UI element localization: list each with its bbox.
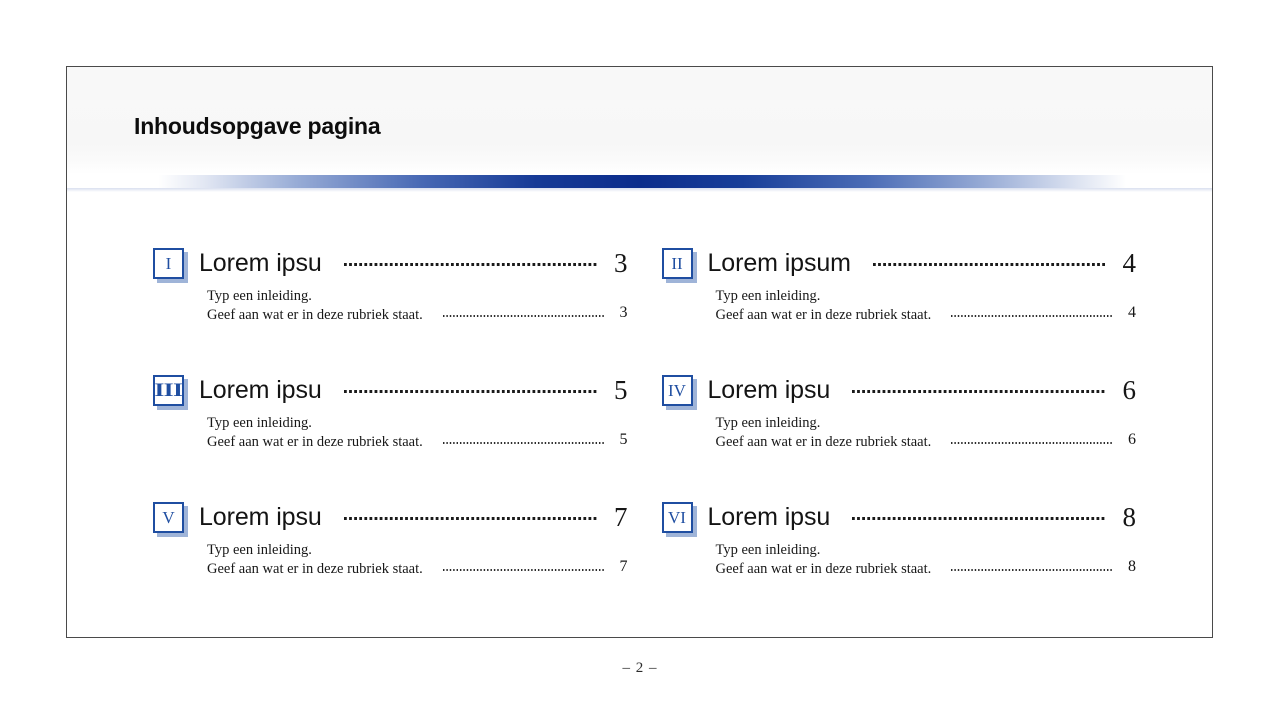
toc-entry-sub-page-number: 3 [619, 304, 628, 322]
toc-entry-page-number: 7 [614, 501, 628, 532]
toc-entry-page-number: 5 [614, 374, 628, 405]
roman-numeral-badge: VI [661, 501, 693, 533]
dot-leader-sub [951, 315, 1112, 318]
dot-leader-sub [951, 442, 1112, 445]
toc-entry-description: Typ een inleiding.Geef aan wat er in dez… [716, 541, 932, 578]
dot-leader [343, 262, 598, 266]
toc-entry-page-number: 8 [1122, 501, 1137, 532]
dot-leader-sub [442, 315, 604, 318]
toc-entry-title[interactable]: Lorem ipsum [707, 248, 852, 277]
dot-leader [852, 516, 1106, 520]
toc-entry-main-line[interactable]: IV Lorem ipsu 6 [661, 369, 1137, 411]
toc-entry-main-line[interactable]: I Lorem ipsu 3 [153, 242, 628, 284]
dot-leader [872, 262, 1106, 266]
toc-entry-description: Typ een inleiding. Geef aan wat er in dez… [207, 287, 423, 324]
toc-entry-description: Typ een inleiding.Geef aan wat er in dez… [207, 414, 423, 451]
roman-numeral-label: III [154, 379, 184, 401]
roman-numeral-badge: IV [661, 374, 693, 406]
toc-entry-description-line-1: Typ een inleiding. [715, 542, 821, 559]
dot-leader-sub [442, 569, 604, 572]
roman-numeral-badge: I [153, 247, 184, 279]
toc-entry-description-line-2: Geef aan wat er in deze rubriek staat. [207, 306, 423, 323]
roman-numeral-label: I [165, 253, 172, 273]
dot-leader [852, 389, 1106, 393]
toc-entry-description-line-1: Typ een inleiding. [715, 288, 821, 304]
roman-numeral-label: IV [668, 380, 686, 400]
roman-numeral-badge: III [153, 374, 184, 406]
toc-entry-sub-page-number: 5 [619, 431, 628, 449]
footer-page-number: – 2 – [622, 660, 658, 676]
header-gradient-rule [67, 175, 1212, 192]
toc-entry-description-line-1: Typ een inleiding. [207, 415, 312, 432]
toc-entry-title[interactable]: Lorem ipsu [199, 502, 322, 531]
toc-entry-page-number: 3 [614, 247, 628, 278]
toc-entry-description-line-2: Geef aan wat er in deze rubriek staat. [715, 306, 932, 323]
roman-numeral-badge: II [661, 247, 693, 279]
toc-entry-description: Typ een inleiding. Geef aan wat er in dez… [716, 287, 932, 324]
toc-entry-description-line-1: Typ een inleiding. [207, 288, 312, 304]
toc-entry-main-line[interactable]: VI Lorem ipsu 8 [661, 496, 1137, 538]
slide-header-band: Inhoudsopgave pagina [67, 67, 1212, 174]
dot-leader-sub [442, 442, 604, 445]
toc-entry-main-line[interactable]: II Lorem ipsum 4 [661, 242, 1137, 284]
toc-entry-description-line-2: Geef aan wat er in deze rubriek staat. [207, 433, 423, 450]
toc-entry-description: Typ een inleiding.Geef aan wat er in dez… [716, 414, 932, 451]
toc-entry-description-line-2: Geef aan wat er in deze rubriek staat. [715, 560, 932, 577]
roman-numeral-label: V [162, 507, 175, 527]
toc-entry-description-line-1: Typ een inleiding. [715, 415, 821, 432]
dot-leader-sub [951, 569, 1112, 572]
toc-entry-title[interactable]: Lorem ipsu [199, 248, 322, 277]
dot-leader [343, 389, 598, 393]
toc-entry-sub-line[interactable]: Typ een inleiding.Geef aan wat er in dez… [662, 414, 1137, 451]
roman-numeral-label: II [671, 253, 683, 273]
toc-entry-title[interactable]: Lorem ipsu [707, 502, 831, 531]
toc-entry-sub-line[interactable]: Typ een inleiding. Geef aan wat er in dez… [662, 287, 1137, 324]
toc-entry-sub-line[interactable]: Typ een inleiding. Geef aan wat er in dez… [153, 287, 628, 324]
toc-entry-sub-line[interactable]: Typ een inleiding.Geef aan wat er in dez… [662, 541, 1137, 578]
toc-entry-description: Typ een inleiding.Geef aan wat er in dez… [207, 541, 423, 578]
page-title: Inhoudsopgave pagina [134, 113, 381, 139]
toc-entry-page-number: 6 [1122, 374, 1137, 405]
dot-leader [343, 516, 598, 520]
toc-entry-main-line[interactable]: III Lorem ipsu 5 [153, 369, 628, 411]
toc-entry-sub-page-number: 8 [1128, 558, 1136, 576]
toc-entry-description-line-2: Geef aan wat er in deze rubriek staat. [207, 560, 423, 577]
toc-entry-main-line[interactable]: V Lorem ipsu 7 [153, 496, 628, 538]
toc-entry-sub-page-number: 4 [1128, 304, 1136, 322]
toc-entry-page-number: 4 [1122, 247, 1137, 278]
toc-entry-sub-line[interactable]: Typ een inleiding.Geef aan wat er in dez… [153, 414, 628, 451]
roman-numeral-label: VI [668, 507, 686, 527]
roman-numeral-badge: V [153, 501, 184, 533]
toc-entry-description-line-2: Geef aan wat er in deze rubriek staat. [715, 433, 932, 450]
toc-entry-title[interactable]: Lorem ipsu [199, 375, 322, 404]
toc-entry-title[interactable]: Lorem ipsu [707, 375, 831, 404]
toc-entry-sub-page-number: 7 [619, 558, 628, 576]
toc-entry-sub-page-number: 6 [1128, 431, 1136, 449]
toc-entry-sub-line[interactable]: Typ een inleiding.Geef aan wat er in dez… [153, 541, 628, 578]
toc-entry-description-line-1: Typ een inleiding. [207, 542, 312, 559]
